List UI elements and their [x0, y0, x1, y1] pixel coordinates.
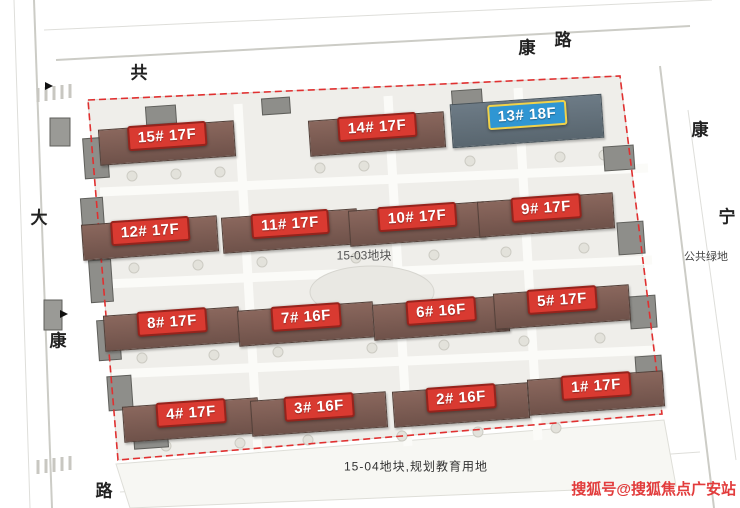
road-left-char-kang: 康	[49, 331, 67, 351]
building-tag-5: 5# 17F	[526, 285, 598, 315]
road-left-char-da: 大	[30, 208, 48, 228]
watermark-text: 搜狐号@搜狐焦点广安站	[571, 481, 736, 498]
road-right-char-kang: 康	[691, 120, 709, 140]
center-block-label: 15-03地块	[336, 248, 392, 263]
building-tag-4: 4# 17F	[155, 398, 227, 428]
road-top-char-lu: 路	[554, 30, 572, 50]
building-tag-9: 9# 17F	[510, 193, 582, 223]
road-top-char-kang: 康	[518, 38, 536, 58]
building-tag-2: 2# 16F	[425, 383, 497, 413]
building-tag-8: 8# 17F	[136, 307, 208, 337]
building-tag-6: 6# 16F	[405, 296, 477, 326]
building-tag-1: 1# 17F	[560, 371, 632, 401]
road-arrow-icon	[60, 310, 68, 318]
road-arrow-icon	[45, 82, 53, 90]
road-right-char-ning: 宁	[718, 207, 736, 227]
road-left-char-lu: 路	[95, 481, 113, 501]
road-top-char-gong: 共	[130, 63, 148, 83]
building-tag-3: 3# 16F	[283, 392, 355, 422]
south-block-label: 15-04地块,规划教育用地	[343, 459, 489, 474]
green-space-label: 公共绿地	[684, 251, 728, 263]
building-tag-7: 7# 16F	[270, 302, 342, 332]
